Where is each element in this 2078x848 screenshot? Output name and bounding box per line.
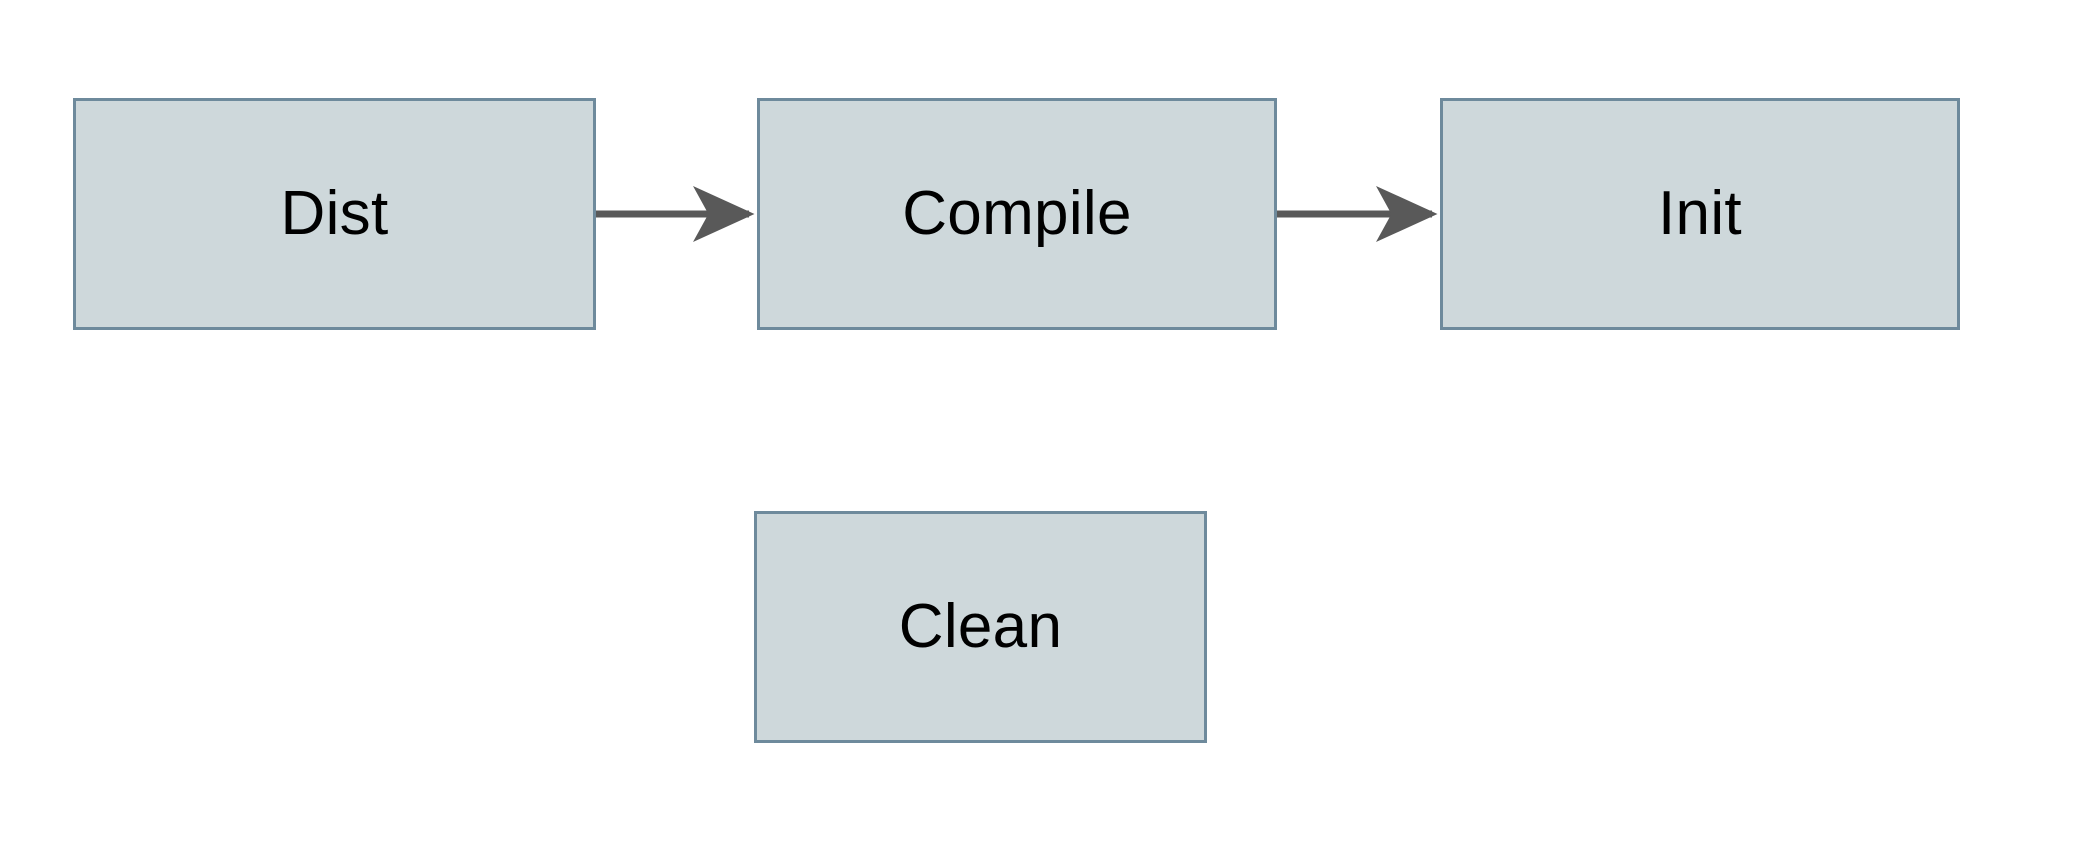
node-dist[interactable]: Dist [73, 98, 596, 330]
node-clean[interactable]: Clean [754, 511, 1207, 743]
node-init[interactable]: Init [1440, 98, 1960, 330]
node-label-init: Init [1658, 179, 1742, 248]
node-label-compile: Compile [902, 179, 1132, 248]
node-label-dist: Dist [280, 179, 389, 248]
node-compile[interactable]: Compile [757, 98, 1277, 330]
node-label-clean: Clean [898, 592, 1063, 661]
